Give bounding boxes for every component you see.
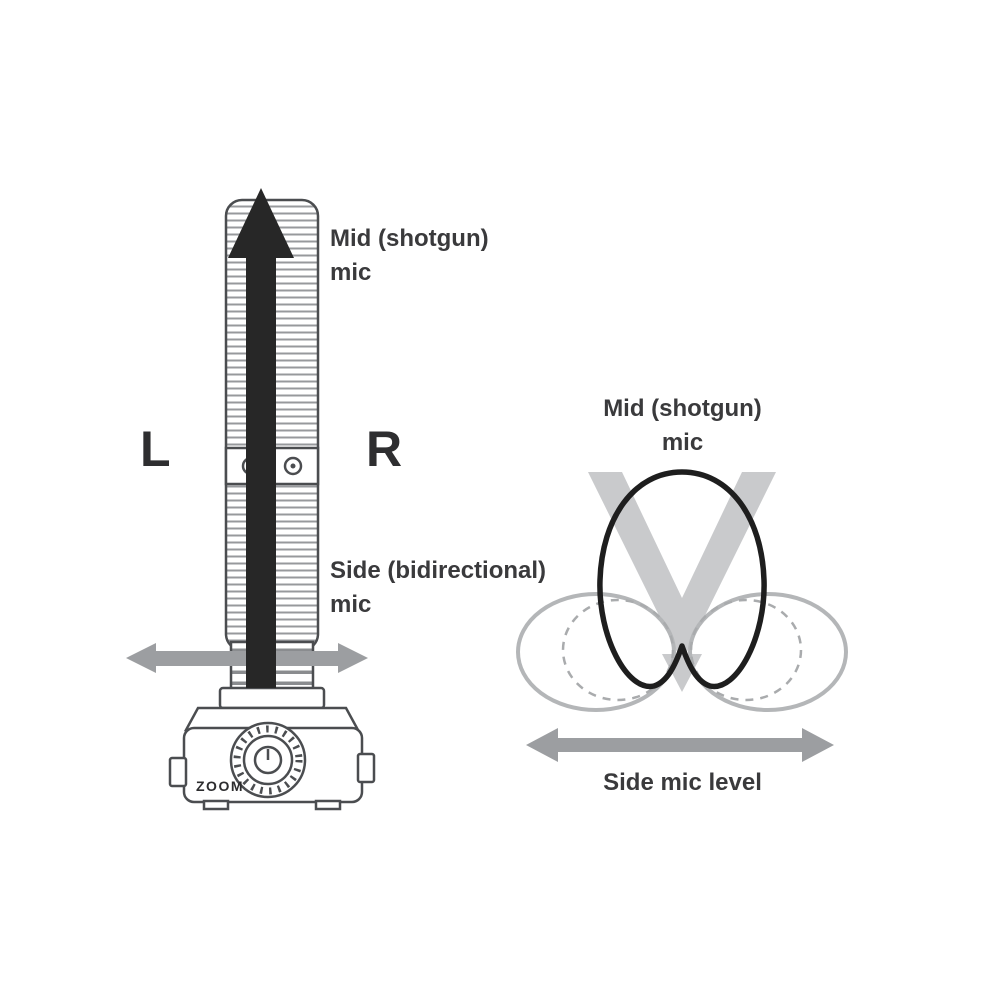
side-mic-level-label: Side mic level [603,769,762,796]
left-side-mic-label-line1: Side (bidirectional) [330,557,547,584]
mic-body-jack-left [168,756,188,788]
mic-body-foot-right [314,799,342,811]
mic-body: ZOOM [168,706,376,811]
polar-pattern-illustration [516,469,848,762]
barrel-screw-right-dot [290,463,296,469]
channel-left-label: L [140,421,171,477]
left-mid-mic-label-line1: Mid (shotgun) [330,225,489,252]
side-lobe-left-dashed [561,598,675,702]
brand-logo: ZOOM [196,778,244,794]
mic-body-jack-right [356,752,376,784]
channel-right-label: R [366,421,403,477]
side-lobe-right [688,592,848,712]
v-shape-chevron [588,472,776,662]
mid-mic-arrow [228,188,294,688]
side-lobe-right-dashed [689,598,803,702]
right-mid-mic-label-line1: Mid (shotgun) [603,395,762,422]
left-mid-mic-label-line2: mic [330,259,372,286]
side-lobe-left [516,592,676,712]
side-level-knob-ticks [233,725,303,795]
right-mid-mic-label-line2: mic [661,429,704,456]
mic-collar [218,686,326,710]
shotgun-mic-illustration: ZOOM [126,188,376,811]
mid-pickup-pattern [597,469,767,690]
mic-body-foot-left [202,799,230,811]
left-side-mic-label-line2: mic [330,591,372,618]
side-level-arrow [526,728,834,762]
